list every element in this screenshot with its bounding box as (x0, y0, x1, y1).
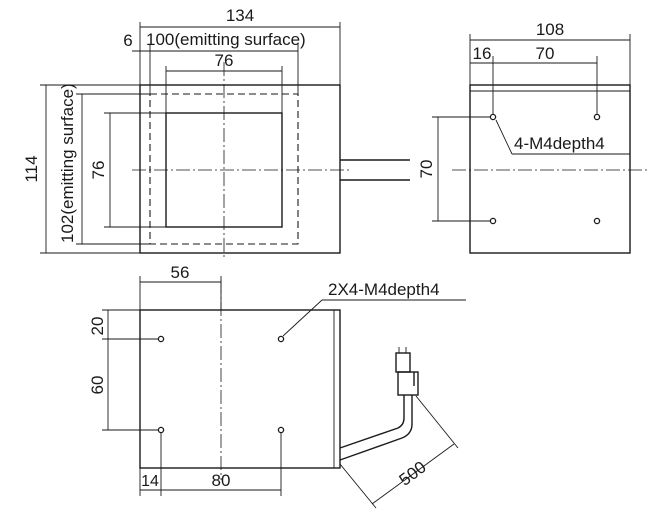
dim-front-overall-height: 114 (22, 155, 41, 182)
front-body-outline (139, 84, 341, 254)
bottom-hole-top-left (157, 335, 165, 343)
cable-connector (395, 347, 419, 396)
bottom-cable (339, 395, 413, 461)
dim-front-emitting-width: 100(emitting surface) (146, 30, 306, 49)
dim-front-window-height: 76 (89, 161, 108, 180)
dim-bottom-top-offset: 20 (88, 317, 107, 336)
bottom-callout-leader (282, 299, 323, 337)
dim-front-overall-width: 134 (226, 6, 254, 25)
dim-side-overall-width: 108 (536, 20, 564, 39)
dim-front-emitting-height: 102(emitting surface) (58, 83, 77, 243)
bottom-body-outline (139, 309, 341, 469)
bottom-view: 56 2X4-M4depth4 20 60 14 80 (88, 263, 466, 509)
side-hole-top-right (593, 113, 601, 121)
front-cable (340, 159, 410, 181)
front-view: 134 100(emitting surface) 6 76 114 102(e… (22, 6, 410, 258)
front-emitting-surface-dashed (149, 93, 299, 245)
bottom-hole-bottom-right (277, 426, 285, 434)
dim-side-hole-spacing-v: 70 (417, 160, 436, 179)
dim-bottom-hole-spacing-v: 60 (88, 376, 107, 395)
dim-cable-length: 500 (396, 457, 430, 489)
side-hole-callout: 4-M4depth4 (514, 134, 605, 153)
dim-bottom-half-width: 56 (171, 263, 190, 282)
bottom-hole-bottom-left (157, 426, 165, 434)
side-view: 108 16 70 70 4-M4depth4 (417, 20, 650, 254)
dim-side-edge-offset: 16 (473, 44, 492, 63)
side-body-outline (469, 84, 631, 254)
dim-side-hole-spacing-h: 70 (536, 44, 555, 63)
bottom-hole-callout: 2X4-M4depth4 (328, 280, 440, 299)
side-callout-leader (495, 119, 513, 155)
bottom-hole-top-right (277, 335, 285, 343)
dim-bottom-hole-spacing-h: 80 (212, 471, 231, 490)
side-hole-bottom-left (489, 217, 497, 225)
side-hole-top-left (489, 113, 497, 121)
side-hole-bottom-right (593, 217, 601, 225)
dim-front-offset: 6 (123, 31, 132, 50)
dim-front-window-width: 76 (215, 51, 234, 70)
dim-bottom-left-offset: 14 (141, 473, 159, 490)
